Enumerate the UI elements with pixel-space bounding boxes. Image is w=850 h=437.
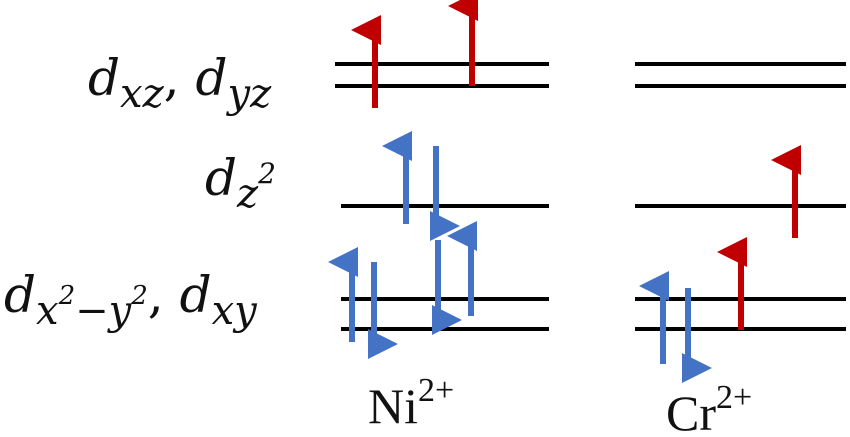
label-dxz-dyz: dxz, dyz <box>88 49 272 117</box>
ion-label-cr: Cr2+ <box>666 379 752 437</box>
ion-label-ni: Ni2+ <box>368 372 454 434</box>
label-dz2: dz2 <box>205 149 276 217</box>
label-dx2y2-dxy: dx2−y2, dxy <box>4 266 258 334</box>
